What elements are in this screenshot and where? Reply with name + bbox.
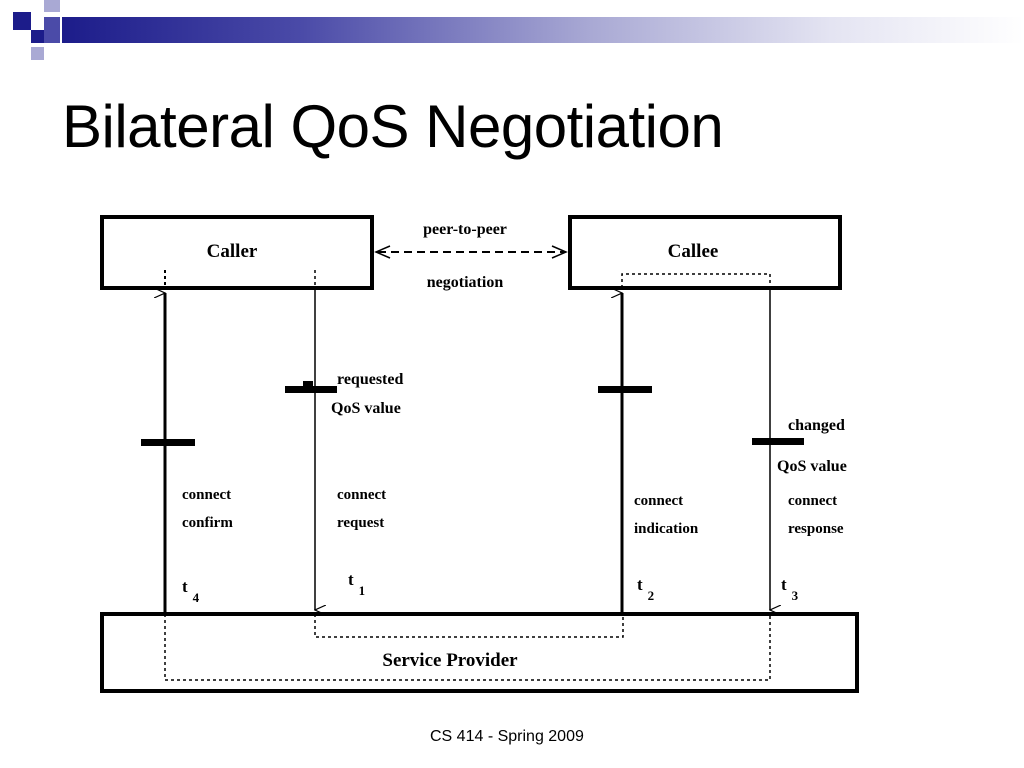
connect-indication-label-line1: connect xyxy=(634,493,683,509)
changed-qos-label-line2: QoS value xyxy=(777,458,847,475)
connect-indication-label-line2: indication xyxy=(634,521,699,537)
changed-qos-label-line1: changed xyxy=(788,417,845,434)
connect-confirm-label-line1: connect xyxy=(182,487,231,503)
requested-qos-label-line2: QoS value xyxy=(331,400,401,417)
service-provider-label: Service Provider xyxy=(382,650,518,671)
time-label-t3: t3 xyxy=(781,575,799,603)
provider-outer-dotted-path xyxy=(164,614,771,681)
connect-response-label-line1: connect xyxy=(788,493,837,509)
indication-qos-bar xyxy=(598,386,652,393)
request-qos-bar xyxy=(285,386,337,393)
header-square-3 xyxy=(31,30,44,43)
request-qos-bar-notch xyxy=(303,381,313,387)
connect-request-label-line2: request xyxy=(337,515,384,531)
requested-qos-label-line1: requested xyxy=(337,371,403,388)
time-label-t2: t2 xyxy=(637,575,654,603)
callee-label: Callee xyxy=(668,241,719,262)
peer-link-label-bottom: negotiation xyxy=(427,274,504,291)
page-title: Bilateral QoS Negotiation xyxy=(62,93,724,160)
slide-footer: CS 414 - Spring 2009 xyxy=(430,728,584,745)
header-square-2 xyxy=(44,0,60,12)
callee-dotted-path xyxy=(621,273,771,288)
header-square-5 xyxy=(31,47,44,60)
response-qos-bar xyxy=(752,438,804,445)
connect-confirm-label-line2: confirm xyxy=(182,515,233,531)
header-bar xyxy=(0,0,1024,62)
caller-label: Caller xyxy=(207,241,258,262)
service-provider-box xyxy=(100,612,859,693)
callee-box xyxy=(568,215,842,290)
header-square-1 xyxy=(13,12,31,30)
time-label-t4: t4 xyxy=(182,577,200,605)
header-gradient-bar xyxy=(62,17,1024,43)
caller-box xyxy=(100,215,374,290)
peer-arrow-left-head xyxy=(374,245,391,259)
time-label-t1: t1 xyxy=(348,570,365,598)
connect-response-label-line2: response xyxy=(788,521,844,537)
peer-arrow-right-head xyxy=(551,245,568,259)
provider-inner-dotted-path xyxy=(314,614,624,638)
confirm-qos-bar xyxy=(141,439,195,446)
connect-request-label-line1: connect xyxy=(337,487,386,503)
header-square-4 xyxy=(44,17,60,43)
peer-link-label-top: peer-to-peer xyxy=(423,221,507,238)
